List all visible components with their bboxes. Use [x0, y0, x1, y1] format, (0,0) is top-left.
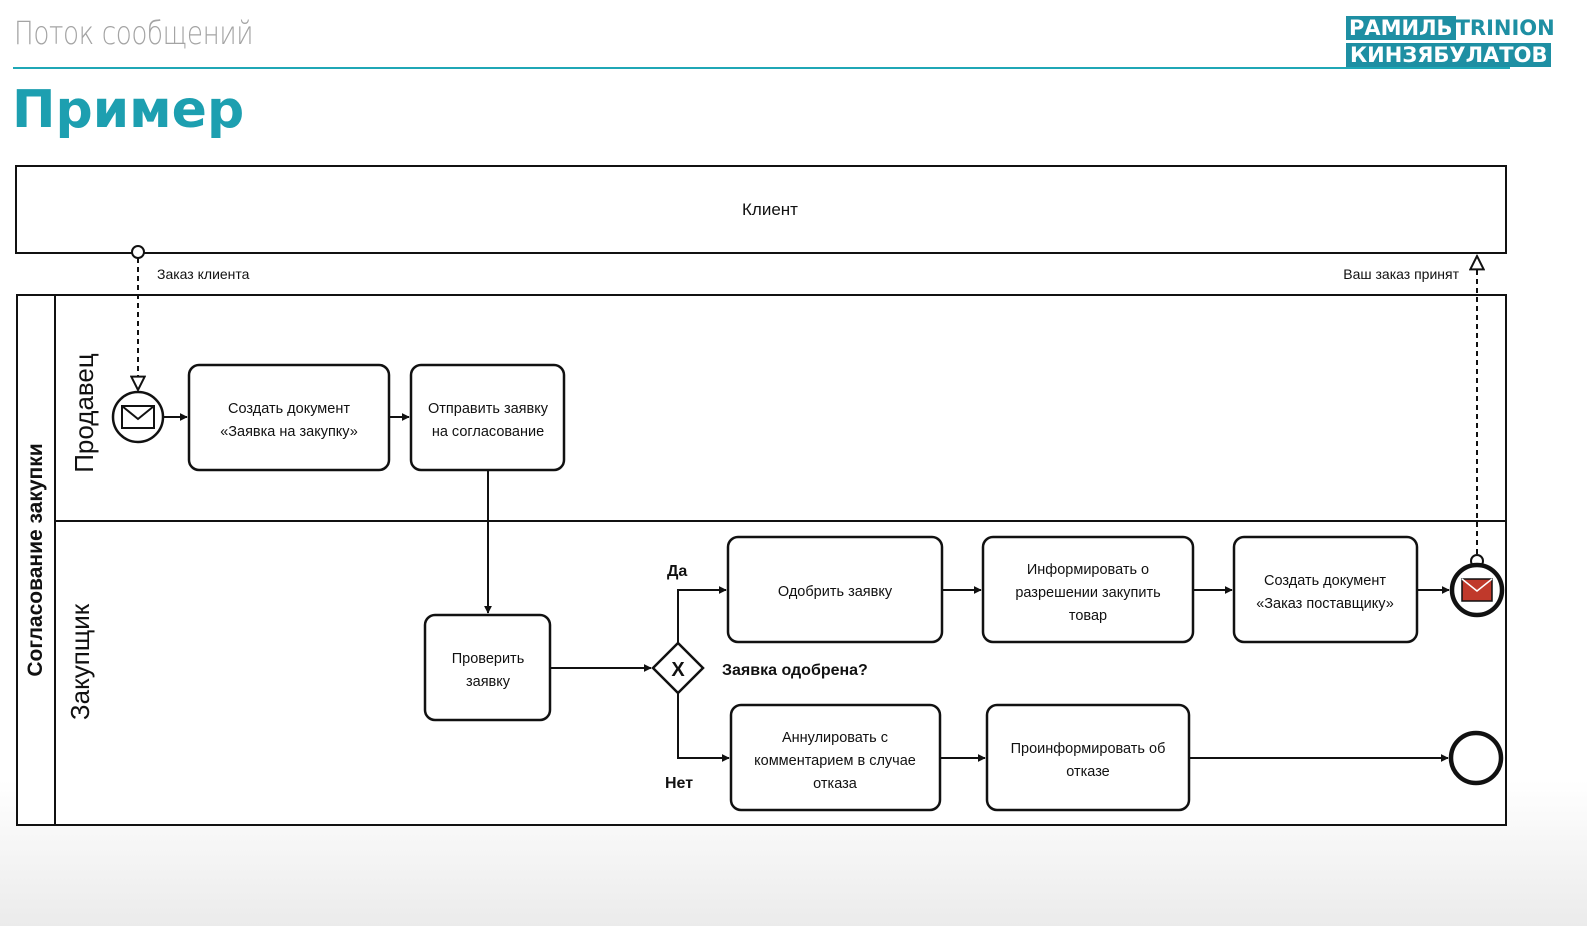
task-approve-request[interactable]: Одобрить заявку: [726, 535, 944, 644]
task-cancel-with-comment-line3: отказа: [813, 776, 858, 792]
logo-line-2: КИНЗЯБУЛАТОВ: [1346, 43, 1552, 67]
task-inform-approval-line1: Информировать о: [1027, 562, 1149, 578]
task-inform-rejection-line1: Проинформировать об: [1011, 741, 1166, 757]
pool-label: Согласование закупки: [24, 443, 47, 676]
task-cancel-with-comment-line2: комментарием в случае: [754, 753, 916, 769]
branch-yes-label: Да: [667, 563, 687, 580]
logo-part-1: РАМИЛЬ: [1346, 16, 1456, 40]
task-cancel-with-comment[interactable]: Аннулировать с комментарием в случае отк…: [729, 703, 942, 812]
task-create-supplier-order[interactable]: Создать документ «Заказ поставщику»: [1232, 535, 1419, 644]
task-inform-approval[interactable]: Информировать о разрешении закупить това…: [981, 535, 1195, 644]
lane-buyer-label: Закупщик: [65, 603, 95, 720]
task-send-for-approval-line1: Отправить заявку: [428, 401, 549, 417]
end-event: [1448, 730, 1504, 786]
flow-gateway-no: [677, 693, 730, 762]
flow-gateway-yes: [677, 586, 727, 643]
task-send-for-approval-line2: на согласование: [432, 424, 544, 440]
task-send-for-approval[interactable]: Отправить заявку на согласование: [409, 363, 566, 472]
branch-no-label: Нет: [665, 775, 693, 792]
task-check-request-line1: Проверить: [452, 651, 525, 667]
task-create-purchase-request[interactable]: Создать документ «Заявка на закупку»: [187, 363, 391, 472]
logo-part-2: TRINION: [1455, 16, 1555, 40]
message-flow-out-label: Ваш заказ принят: [1343, 266, 1459, 282]
task-create-purchase-request-line2: «Заявка на закупку»: [220, 424, 358, 440]
task-create-supplier-order-line1: Создать документ: [1264, 573, 1386, 589]
topic-title: Поток сообщений: [14, 14, 254, 52]
task-create-purchase-request-line1: Создать документ: [228, 401, 350, 417]
filled-envelope-icon: [1461, 578, 1493, 602]
task-check-request-line2: заявку: [466, 674, 511, 690]
task-approve-request-line1: Одобрить заявку: [778, 584, 893, 600]
lane-seller-label: Продавец: [69, 353, 99, 473]
task-inform-approval-line3: товар: [1069, 608, 1107, 624]
message-flow-in-origin: [131, 245, 145, 259]
task-inform-rejection[interactable]: Проинформировать об отказе: [985, 703, 1191, 812]
message-flow-in-label: Заказ клиента: [157, 266, 250, 282]
task-check-request[interactable]: Проверить заявку: [423, 613, 552, 722]
client-pool: [15, 165, 1507, 254]
envelope-icon: [121, 405, 155, 429]
end-message-event: [1449, 562, 1505, 618]
task-inform-approval-line2: разрешении закупить: [1015, 585, 1160, 601]
task-cancel-with-comment-line1: Аннулировать с: [782, 730, 888, 746]
header-divider: [13, 67, 1510, 69]
task-create-supplier-order-line2: «Заказ поставщику»: [1256, 596, 1394, 612]
gateway-label: Заявка одобрена?: [722, 662, 868, 679]
client-pool-label: Клиент: [742, 200, 798, 219]
task-inform-rejection-line2: отказе: [1066, 764, 1110, 780]
start-message-event: [111, 390, 165, 444]
gateway-marker: X: [671, 659, 685, 681]
page-title: Пример: [12, 80, 245, 140]
